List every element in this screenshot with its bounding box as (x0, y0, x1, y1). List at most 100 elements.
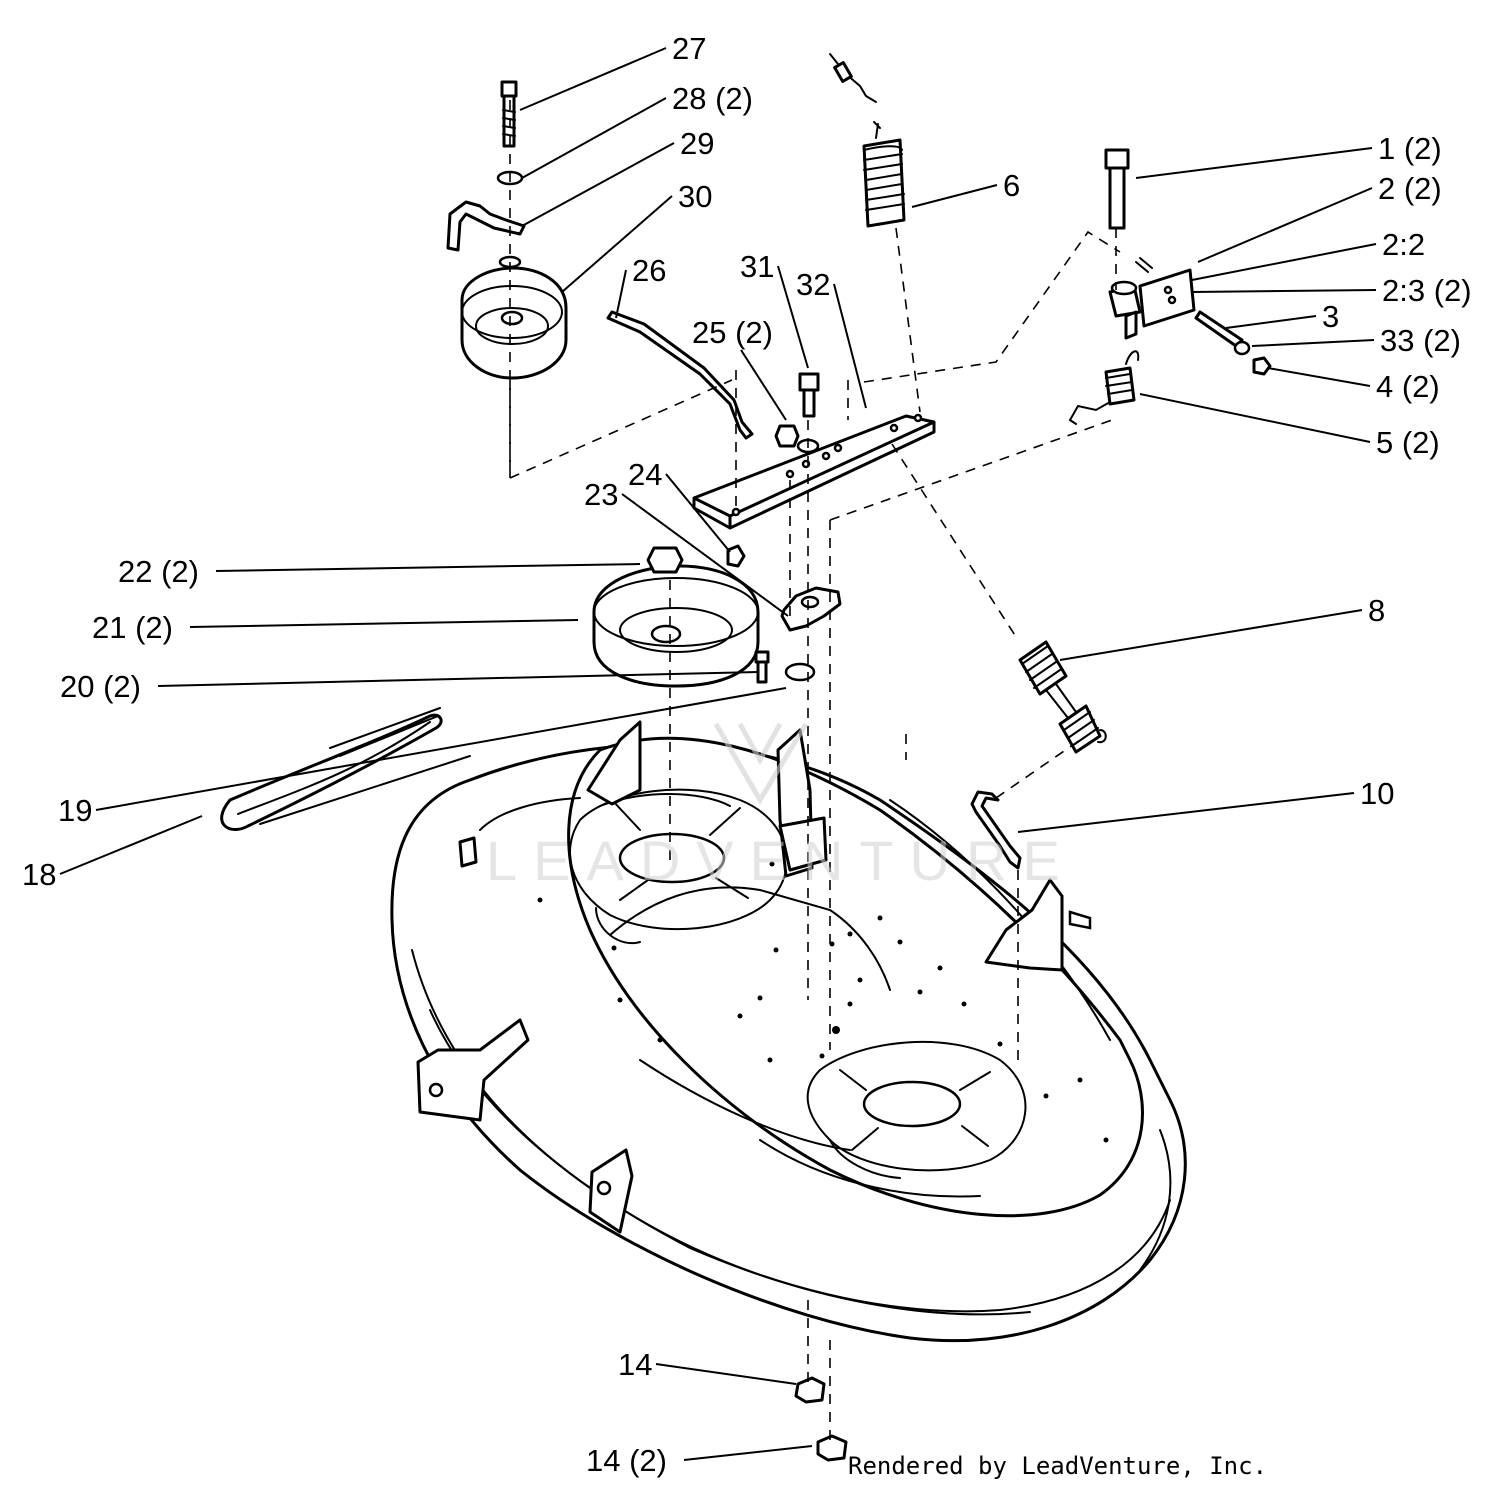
leader-line-2-3 (1191, 289, 1377, 293)
deck-channel-5 (759, 1139, 981, 1198)
callout-27: 27 (519, 31, 706, 111)
leader-line-33 (1251, 339, 1375, 347)
callout-label-22: 22 (2) (118, 554, 199, 589)
callout-10: 10 (1017, 776, 1394, 833)
leader-line-27 (519, 47, 667, 111)
spring-8 (1018, 640, 1107, 754)
callout-23: 23 (584, 477, 789, 617)
callout-8: 8 (1059, 593, 1385, 661)
bolt-27 (500, 80, 518, 148)
callout-2: 2 (2) (1197, 171, 1442, 263)
callout-label-27: 27 (672, 31, 706, 66)
nut-14a (794, 1376, 826, 1404)
deck-front-bracket (458, 836, 478, 868)
callout-24: 24 (628, 457, 731, 553)
callout-label-19: 19 (58, 793, 92, 828)
idler-arm-32 (692, 414, 936, 530)
deck-rim-line-3 (1139, 1129, 1172, 1271)
leader-line-8 (1059, 609, 1363, 661)
deck-channel-2 (609, 886, 891, 991)
callout-25: 25 (2) (692, 315, 787, 421)
washer-33 (1233, 340, 1251, 356)
callout-label-29: 29 (680, 126, 714, 161)
callout-26: 26 (615, 253, 666, 319)
leader-line-29 (521, 142, 675, 227)
nut-22 (646, 546, 684, 574)
callout-3: 3 (1225, 299, 1339, 334)
watermark-text: LEADVENTURE (486, 829, 1076, 892)
idler-pulley-30 (460, 266, 568, 380)
pulley-21 (592, 564, 760, 688)
washer-19 (784, 662, 816, 682)
leader-line-19 (95, 687, 787, 811)
deck-rear-bracket (586, 720, 642, 806)
callout-33: 33 (2) (1251, 323, 1461, 358)
callout-label-2: 2 (2) (1378, 171, 1442, 206)
deck-channel-1 (479, 797, 581, 831)
callout-29: 29 (521, 126, 714, 227)
leader-line-3 (1225, 315, 1317, 329)
shoulder-bolt-31 (798, 372, 820, 418)
callout-label-1: 1 (2) (1378, 131, 1442, 166)
callout-22: 22 (2) (118, 554, 641, 589)
callout-label-23: 23 (584, 477, 618, 512)
fastener-top (829, 53, 877, 103)
callout-28: 28 (2) (521, 81, 753, 179)
callout-19: 19 (58, 687, 787, 828)
callout-label-33: 33 (2) (1380, 323, 1461, 358)
leader-line-31 (777, 265, 809, 369)
spring-5 (1068, 350, 1140, 425)
nut-24 (726, 544, 746, 568)
bracket-2 (1138, 268, 1196, 328)
watermark: LEADVENTURE (486, 722, 1076, 892)
bracket-29 (446, 200, 526, 252)
callout-label-20: 20 (2) (60, 669, 141, 704)
leader-line-4 (1267, 367, 1371, 387)
right-spindle-housing (806, 1040, 1027, 1179)
callout-label-4: 4 (2) (1376, 369, 1440, 404)
deck-holes (537, 861, 1109, 1143)
leader-line-18 (59, 815, 203, 875)
leader-line-30 (561, 195, 673, 293)
callout-label-2-2: 2:2 (1382, 227, 1425, 262)
leader-line-10 (1017, 792, 1355, 833)
leader-line-5 (1139, 393, 1371, 443)
callout-label-2-3: 2:3 (2) (1382, 273, 1472, 308)
nut-4 (1252, 356, 1272, 376)
leader-line-2 (1197, 187, 1373, 263)
drive-belt (220, 707, 471, 832)
leader-line-1 (1135, 147, 1373, 179)
callout-label-32: 32 (796, 267, 830, 302)
spring-6 (862, 121, 906, 228)
leader-line-2-2 (1191, 243, 1377, 281)
callout-label-5: 5 (2) (1376, 425, 1440, 460)
leader-line-32 (833, 283, 867, 409)
rod-26 (606, 310, 754, 440)
deck-right-bracket (984, 878, 1064, 972)
callout-2-2: 2:2 (1191, 227, 1425, 281)
callout-5: 5 (2) (1139, 393, 1440, 460)
deck-channel-4 (889, 799, 1111, 1041)
callout-label-10: 10 (1360, 776, 1394, 811)
callout-32: 32 (796, 267, 867, 409)
callout-label-28: 28 (2) (672, 81, 753, 116)
leader-line-25 (740, 349, 787, 421)
leader-line-20 (157, 671, 759, 687)
deck-center-bracket-2 (778, 816, 828, 872)
callout-21: 21 (2) (92, 610, 579, 645)
callout-label-3: 3 (1322, 299, 1339, 334)
callout-label-18: 18 (22, 857, 56, 892)
callout-31: 31 (740, 249, 809, 369)
callout-18: 18 (22, 815, 203, 892)
left-spindle-housing (569, 788, 788, 945)
callout-30: 30 (561, 179, 712, 293)
leader-line-23 (621, 493, 789, 617)
callout-label-6: 6 (1003, 168, 1020, 203)
callout-label-26: 26 (632, 253, 666, 288)
callout-2-3: 2:3 (2) (1191, 273, 1472, 308)
render-credit: Rendered by LeadVenture, Inc. (848, 1452, 1267, 1480)
leader-line-21 (189, 619, 579, 628)
